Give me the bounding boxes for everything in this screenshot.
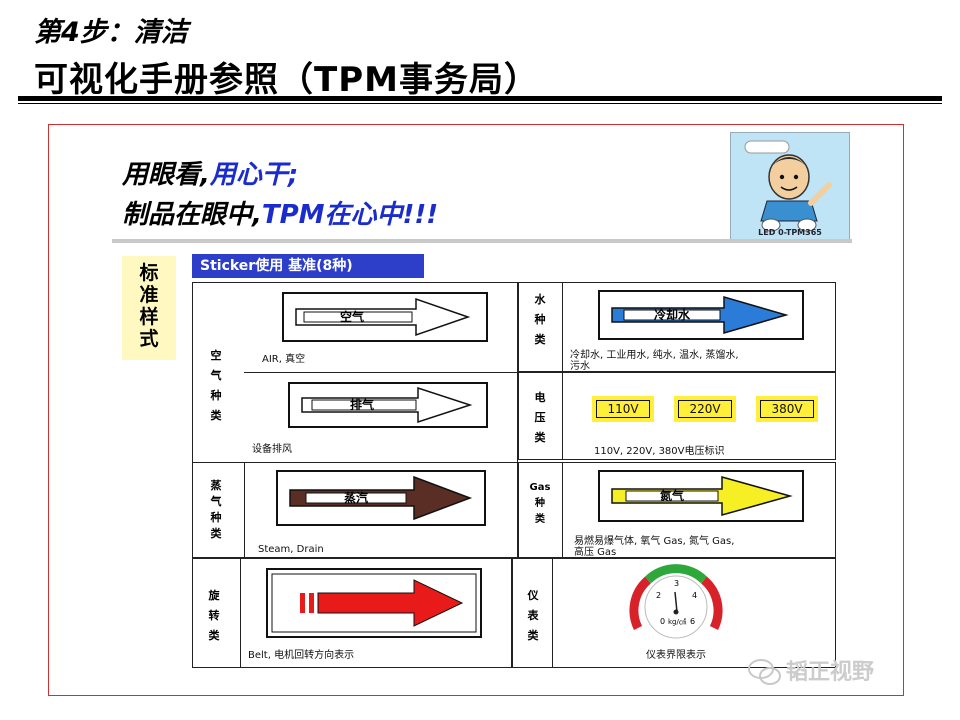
voltage-badge-380-text: 380V	[760, 400, 814, 418]
air-arrow-label: 空气	[340, 309, 364, 324]
slogan-line-1-b: 用心干;	[209, 160, 299, 190]
voltage-badge-110-text: 110V	[596, 400, 650, 418]
water-arrow-label: 冷却水	[654, 307, 691, 322]
gauge-tick-6: 6	[690, 617, 695, 626]
air-caption-2: 设备排风	[252, 444, 292, 455]
gauge-category-label: 仪 表 类	[527, 589, 539, 642]
slogan-line-2: 制品在眼中,TPM在心中!!!	[122, 194, 438, 231]
steam-category-label: 蒸 气 种 类	[210, 479, 222, 540]
water-arrow-icon: 冷却水	[598, 290, 804, 340]
mascot-icon	[744, 140, 832, 232]
voltage-badge-220-text: 220V	[678, 400, 732, 418]
water-caption-line-1: 冷却水, 工业用水, 纯水, 温水, 蒸馏水,	[570, 350, 739, 361]
gauge-tick-0: 0	[660, 617, 665, 626]
voltage-caption: 110V, 220V, 380V电压标识	[594, 446, 725, 457]
voltage-category-label: 电 压 类	[534, 391, 546, 444]
gauge-tick-4: 4	[692, 591, 697, 600]
slogan-line-1: 用眼看,用心干;	[122, 154, 298, 191]
gas-arrow-label: 氮气	[660, 488, 684, 503]
title-underline	[18, 96, 942, 101]
air-arrow-icon: 空气	[282, 292, 488, 342]
gas-arrow-icon: 氮气	[598, 470, 804, 522]
content-frame	[48, 124, 904, 696]
gauge-unit: kg/㎠	[668, 618, 686, 626]
title-underline-thin	[18, 103, 942, 104]
gas-caption-line-1: 易燃易爆气体, 氧气 Gas, 氮气 Gas,	[574, 536, 735, 547]
pressure-gauge-icon: 2 3 4 0 kg/㎠ 6	[629, 564, 723, 639]
steam-arrow-icon: 蒸汽	[276, 470, 486, 526]
step-heading: 第4步：清洁	[34, 17, 188, 48]
gas-category-label: Gas 种 类	[529, 482, 551, 525]
exhaust-arrow-label: 排气	[350, 397, 374, 412]
slogan-line-1-a: 用眼看,	[122, 160, 210, 190]
gauge-tick-3: 3	[674, 579, 679, 588]
slide-title: 可视化手册参照（TPM事务局）	[34, 60, 539, 100]
gauge-caption: 仪表界限表示	[646, 650, 706, 661]
rotation-category-label: 旋 转 类	[208, 589, 220, 642]
standard-style-label: 标 准 样 式	[139, 262, 159, 350]
air-category-label: 空 气 种 类	[210, 349, 222, 422]
exhaust-arrow-icon: 排气	[288, 382, 488, 428]
water-caption-line-2: 污水	[570, 361, 590, 372]
steam-caption: Steam, Drain	[258, 544, 324, 555]
wechat-icon	[748, 659, 781, 685]
standard-style-box: 标 准 样 式	[122, 256, 176, 360]
gauge-tick-2: 2	[656, 591, 661, 600]
gas-caption-line-2: 高压 Gas	[574, 547, 617, 558]
steam-arrow-label: 蒸汽	[344, 490, 368, 505]
voltage-badge-110: 110V	[592, 396, 654, 422]
air-caption-1: AIR, 真空	[262, 354, 306, 365]
slogan-line-2-b: TPM在心中!!!	[261, 200, 439, 230]
sticker-standard-header: Sticker使用 基准(8种)	[192, 254, 424, 278]
water-category-label: 水 种 类	[534, 293, 546, 346]
cartoon-caption: LED 0-TPM365	[758, 228, 822, 237]
watermark-text: 韬正视野	[786, 660, 875, 685]
voltage-badge-220: 220V	[674, 396, 736, 422]
cartoon-mascot-image: LED 0-TPM365	[730, 132, 850, 240]
rotation-arrow-icon	[266, 568, 482, 638]
rotation-caption: Belt, 电机回转方向表示	[248, 650, 355, 661]
slogan-line-2-a: 制品在眼中,	[122, 200, 262, 230]
section-divider	[112, 239, 852, 243]
voltage-badge-380: 380V	[756, 396, 818, 422]
